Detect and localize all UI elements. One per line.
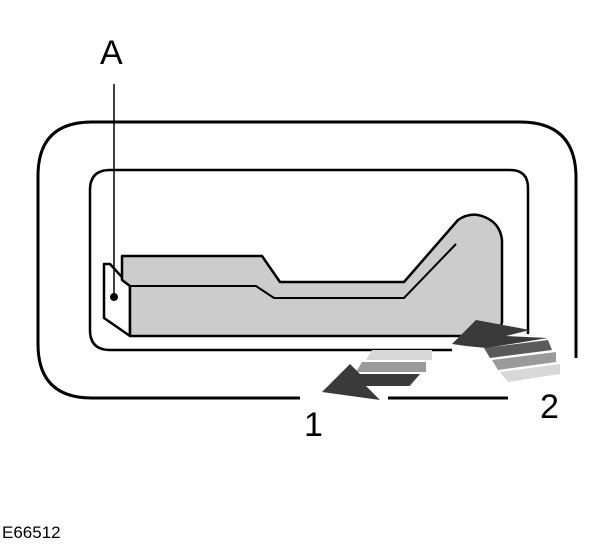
handle-lever xyxy=(120,213,504,338)
arrow-2-band-mid xyxy=(492,352,556,370)
handle-lever-top-edge xyxy=(130,243,457,299)
arrow-2-push-in xyxy=(452,320,560,382)
callout-a-dot xyxy=(110,293,118,301)
arrow-1-head xyxy=(322,364,420,400)
callout-1-label: 1 xyxy=(304,406,323,444)
inner-recess xyxy=(88,168,530,352)
arrow-2-head xyxy=(452,320,548,348)
arrow-2-band-light xyxy=(500,364,560,382)
arrow-1-pull-out xyxy=(322,350,432,400)
arrow-2-band-dark xyxy=(484,340,552,358)
callout-a-label: A xyxy=(100,34,123,72)
arrow-1-band-mid xyxy=(356,362,426,372)
arrow-1-band-light xyxy=(366,350,432,360)
reference-code: E66512 xyxy=(2,523,61,542)
callout-2-label: 2 xyxy=(540,388,559,426)
outer-bezel xyxy=(36,120,578,400)
